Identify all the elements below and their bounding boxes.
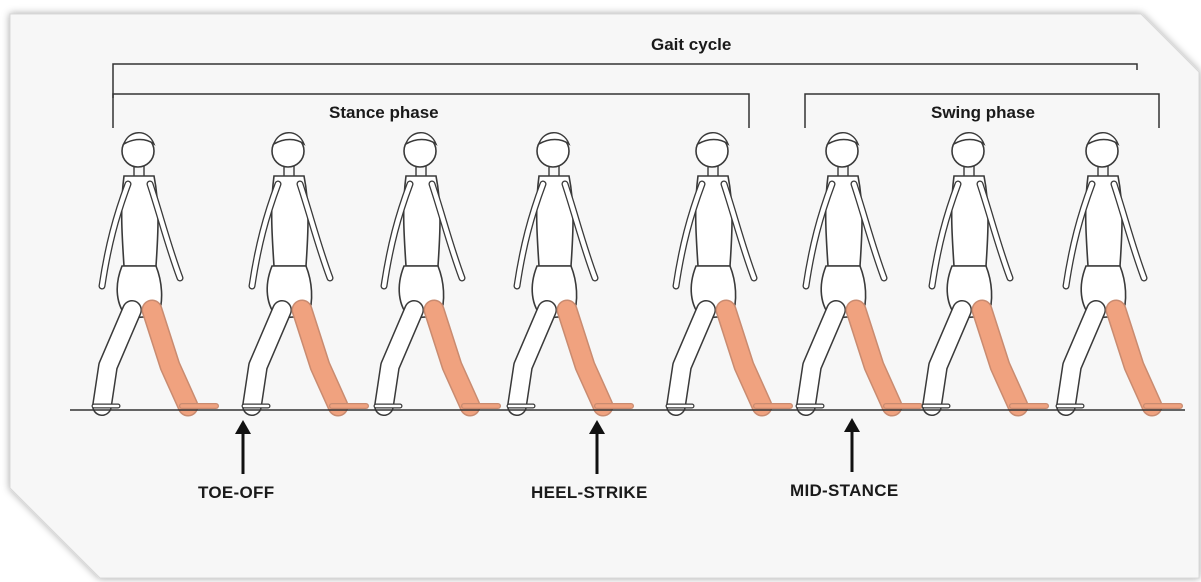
heel-strike-label: HEEL-STRIKE: [531, 483, 648, 503]
stance-phase-label: Stance phase: [329, 103, 439, 123]
swing-phase-label: Swing phase: [931, 103, 1035, 123]
toe-off-label: TOE-OFF: [198, 483, 274, 503]
gait-cycle-label: Gait cycle: [651, 35, 731, 55]
mid-stance-label: MID-STANCE: [790, 481, 898, 501]
